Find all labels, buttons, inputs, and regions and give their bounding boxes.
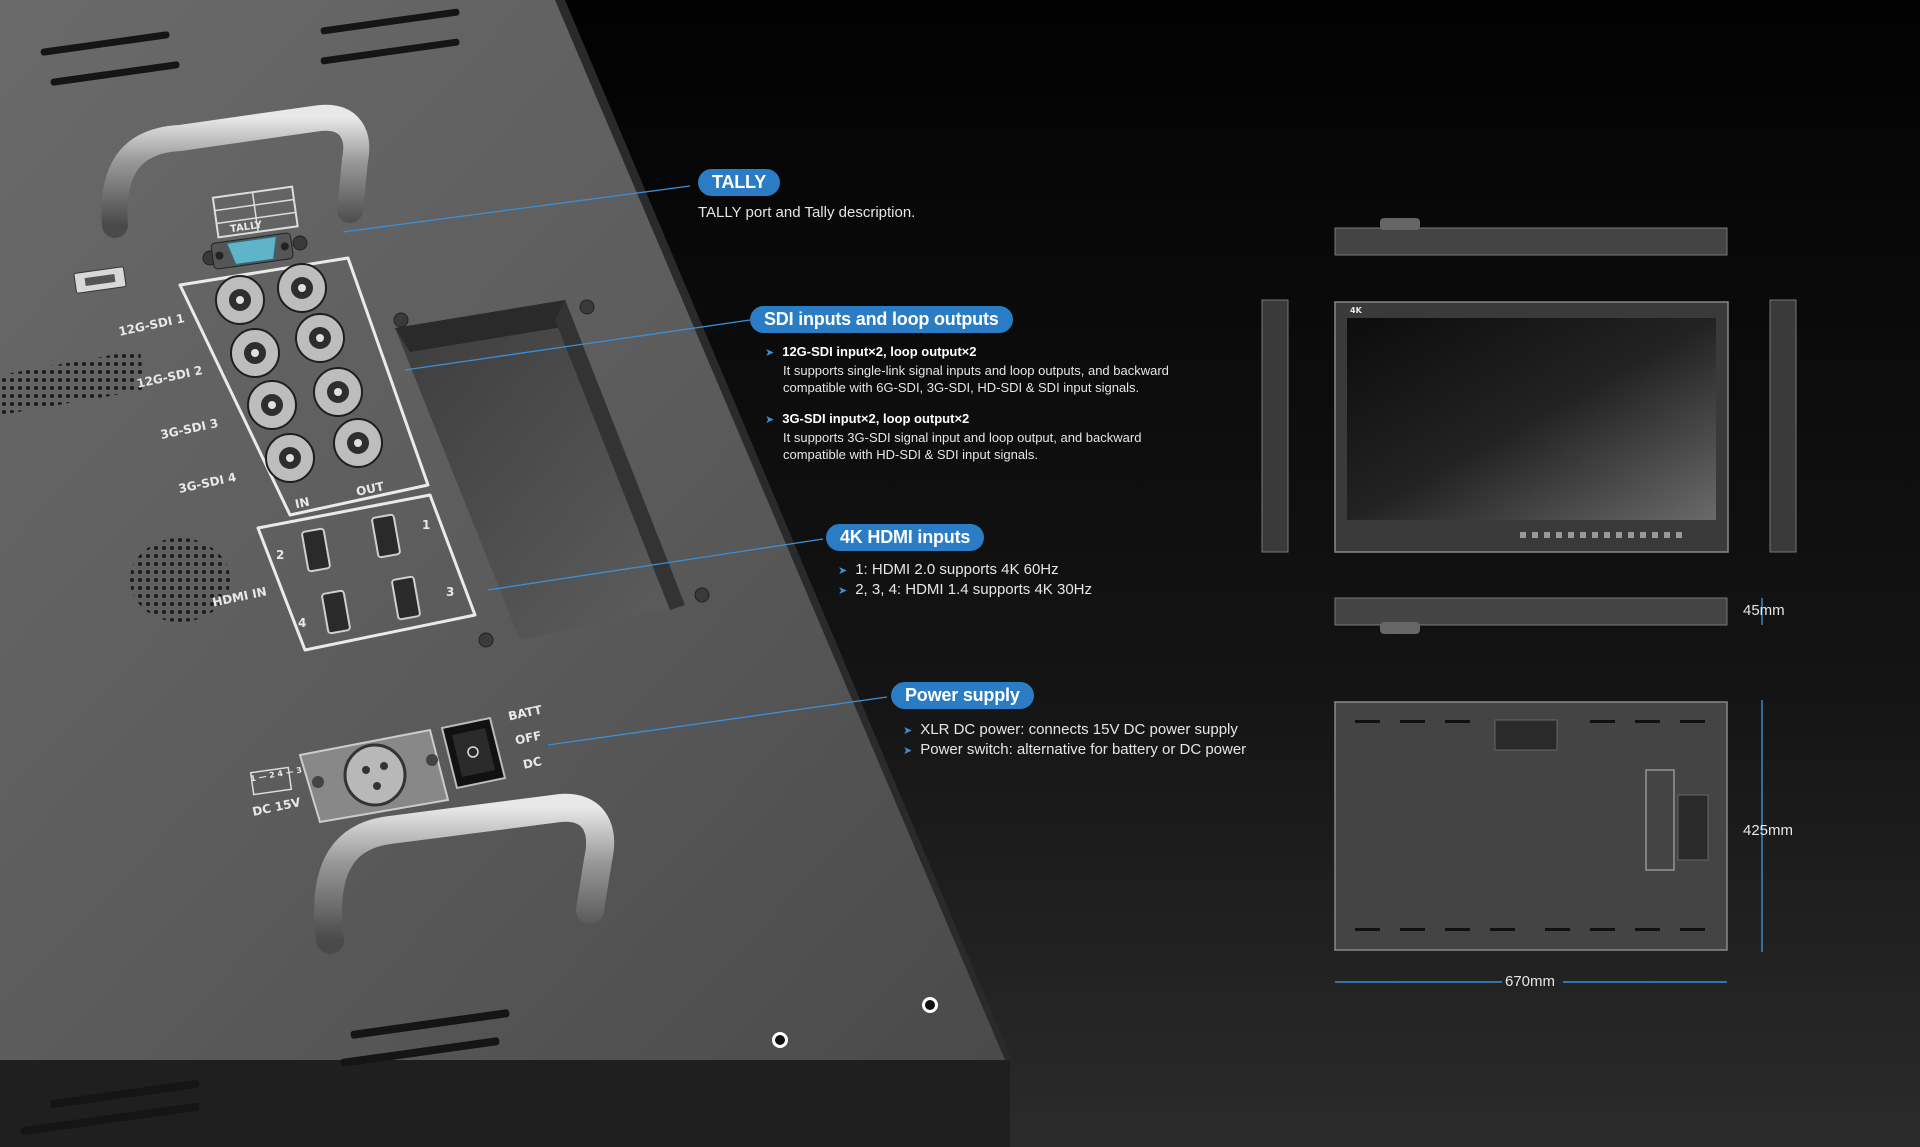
hdmi-item-1: ➤ 1: HDMI 2.0 supports 4K 60Hz xyxy=(838,560,1059,581)
bullet-arrow-icon: ➤ xyxy=(903,725,913,737)
sdi-item-2-heading: 3G-SDI input×2, loop output×2 xyxy=(782,411,970,426)
hdmi-title-badge: 4K HDMI inputs xyxy=(826,524,985,551)
hdmi-item-1-text: 1: HDMI 2.0 supports 4K 60Hz xyxy=(855,561,1059,578)
sdi-item-1-line-2: compatible with 6G-SDI, 3G-SDI, HD-SDI &… xyxy=(783,380,1140,395)
front-brand-mark: 4K xyxy=(1350,306,1362,315)
power-item-2-text: Power switch: alternative for battery or… xyxy=(920,741,1247,758)
bullet-arrow-icon: ➤ xyxy=(765,347,775,359)
sdi-in-label: IN xyxy=(293,494,311,512)
tally-description: TALLY port and Tally description. xyxy=(698,204,916,221)
height-dimension: 425mm xyxy=(1743,822,1794,839)
hdmi-item-2-text: 2, 3, 4: HDMI 1.4 supports 4K 30Hz xyxy=(855,581,1092,598)
hdmi-number-2: 2 xyxy=(276,548,285,562)
sdi-item-2: ➤ 3G-SDI input×2, loop output×2 It suppor… xyxy=(765,410,1141,463)
power-item-1: ➤ XLR DC power: connects 15V DC power sup… xyxy=(903,720,1238,741)
power-item-1-text: XLR DC power: connects 15V DC power supp… xyxy=(920,721,1238,738)
bullet-arrow-icon: ➤ xyxy=(903,745,913,757)
hdmi-number-1: 1 xyxy=(422,518,431,532)
hdmi-number-3: 3 xyxy=(446,585,455,599)
sdi-title-badge: SDI inputs and loop outputs xyxy=(750,306,1013,333)
power-item-2: ➤ Power switch: alternative for battery o… xyxy=(903,740,1246,761)
bullet-arrow-icon: ➤ xyxy=(838,565,848,577)
width-dimension: 670mm xyxy=(1505,973,1556,990)
sdi-item-1-heading: 12G-SDI input×2, loop output×2 xyxy=(782,344,977,359)
bullet-arrow-icon: ➤ xyxy=(838,585,848,597)
bullet-arrow-icon: ➤ xyxy=(765,414,775,426)
sdi-item-2-line-2: compatible with HD-SDI & SDI input signa… xyxy=(783,447,1039,462)
sdi-item-1: ➤ 12G-SDI input×2, loop output×2 It suppo… xyxy=(765,343,1169,396)
hdmi-item-2: ➤ 2, 3, 4: HDMI 1.4 supports 4K 30Hz xyxy=(838,580,1092,601)
tally-title-badge: TALLY xyxy=(698,169,781,196)
sdi-item-1-line-1: It supports single-link signal inputs an… xyxy=(783,363,1169,378)
hdmi-number-4: 4 xyxy=(298,616,307,630)
depth-dimension: 45mm xyxy=(1743,602,1785,619)
power-title-badge: Power supply xyxy=(891,682,1034,709)
sdi-item-2-line-1: It supports 3G-SDI signal input and loop… xyxy=(783,430,1142,445)
